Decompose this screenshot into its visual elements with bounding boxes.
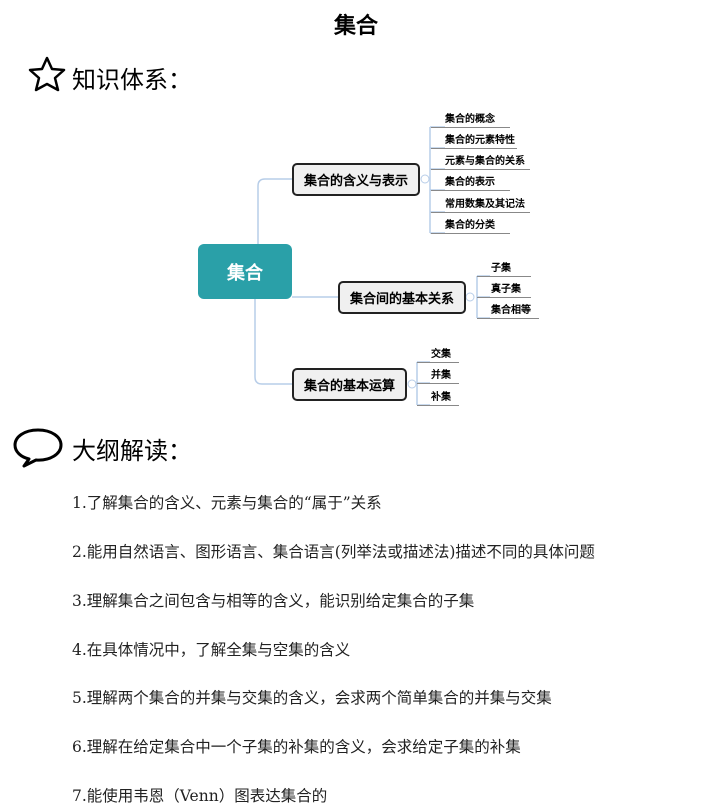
mindmap-leaf: 集合相等	[477, 301, 539, 319]
mindmap-leaf: 补集	[417, 388, 459, 406]
fade-overlay	[340, 780, 380, 810]
outline-item: 7.能使用韦恩（Venn）图表达集合的	[72, 787, 328, 805]
section-heading-outline: 大纲解读：	[72, 437, 192, 465]
mindmap-connectors	[254, 126, 490, 406]
star-icon	[28, 56, 66, 92]
speech-bubble-icon	[13, 428, 63, 468]
mindmap-leaf: 集合的概念	[431, 110, 510, 128]
mindmap-branch: 集合间的基本关系	[338, 281, 466, 314]
outline-item: 5.理解两个集合的并集与交集的含义，会求两个简单集合的并集与交集	[72, 689, 552, 707]
mindmap-leaf: 交集	[417, 345, 459, 363]
mindmap-leaf: 并集	[417, 366, 459, 384]
page-title: 集合	[333, 14, 378, 39]
outline-item: 6.理解在给定集合中一个子集的补集的含义，会求给定子集的补集	[72, 738, 521, 756]
mindmap-leaf: 常用数集及其记法	[431, 195, 530, 213]
mindmap-leaf: 子集	[477, 259, 531, 277]
mindmap-root: 集合	[198, 244, 292, 299]
mindmap-leaf: 集合的表示	[431, 173, 510, 191]
mindmap-leaf: 集合的分类	[431, 216, 510, 234]
outline-item: 3.理解集合之间包含与相等的含义，能识别给定集合的子集	[72, 592, 475, 610]
outline-item: 2.能用自然语言、图形语言、集合语言(列举法或描述法)描述不同的具体问题	[72, 543, 595, 561]
outline-item: 1.了解集合的含义、元素与集合的“属于”关系	[72, 494, 382, 512]
mindmap-leaf: 真子集	[477, 280, 531, 298]
mindmap-branch: 集合的基本运算	[292, 368, 407, 401]
outline-item: 4.在具体情况中，了解全集与空集的含义	[72, 641, 351, 659]
mindmap-branch: 集合的含义与表示	[292, 163, 420, 196]
section-heading-knowledge: 知识体系：	[72, 66, 192, 94]
mindmap-leaf: 元素与集合的关系	[431, 152, 530, 170]
mindmap-leaf: 集合的元素特性	[431, 131, 517, 149]
